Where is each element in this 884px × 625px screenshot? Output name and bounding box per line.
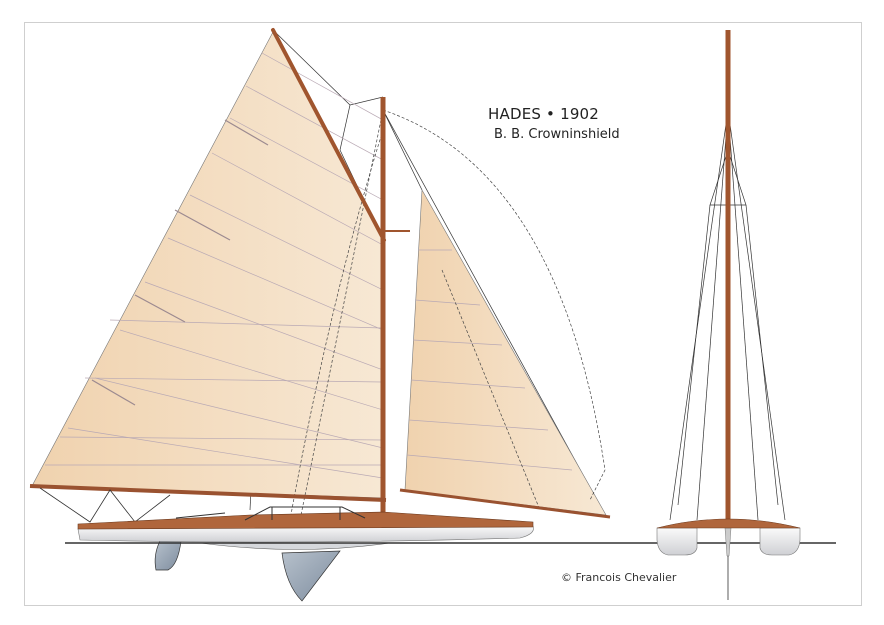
- jib-boom: [399, 488, 611, 519]
- front-keel: [724, 527, 732, 557]
- front-view: [656, 30, 801, 600]
- boom-sheets: [39, 487, 171, 523]
- boom: [29, 484, 387, 502]
- drawing-title: HADES • 1902: [488, 105, 600, 123]
- rudder: [154, 540, 182, 571]
- gaff: [271, 28, 386, 242]
- deck: [77, 511, 534, 530]
- mainsail-seams: [45, 52, 384, 479]
- mainsail: [31, 31, 384, 499]
- front-pontoon-left: [656, 527, 698, 556]
- jib-seams: [406, 249, 573, 471]
- dashed-sail-outlines: [289, 109, 606, 521]
- front-deck: [656, 518, 801, 529]
- drawing-frame: [24, 22, 862, 606]
- hull-side: [77, 525, 534, 543]
- designer-name: B. B. Crowninshield: [494, 127, 620, 142]
- copyright-credit: © Francois Chevalier: [561, 571, 677, 584]
- front-pontoon-right: [759, 527, 801, 556]
- battens: [91, 119, 269, 406]
- cockpit: [175, 506, 366, 521]
- underbody: [199, 542, 391, 550]
- keel: [281, 550, 341, 602]
- jib: [404, 188, 607, 516]
